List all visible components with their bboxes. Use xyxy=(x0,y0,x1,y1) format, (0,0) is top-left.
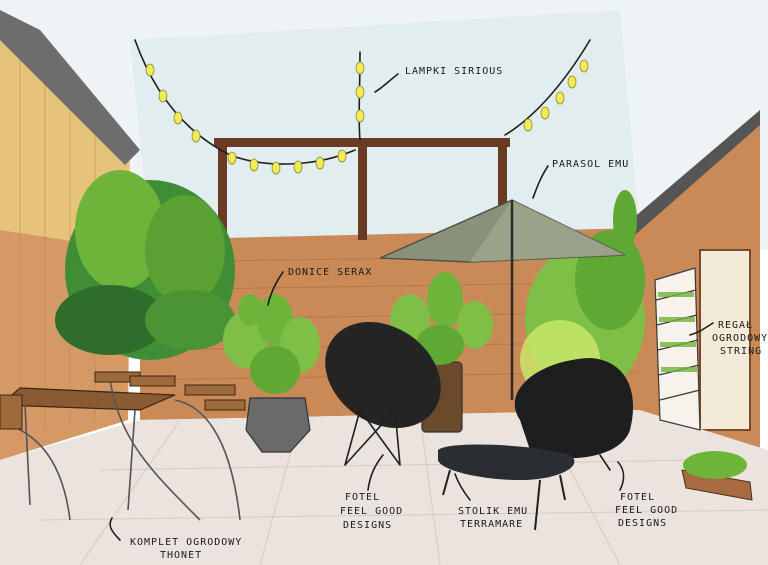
label-pots: DONICE SERAX xyxy=(288,267,372,278)
label-parasol: PARASOL EMU xyxy=(552,159,629,170)
string-lights xyxy=(134,39,591,175)
label-table-2: TERRAMARE xyxy=(460,519,523,530)
label-lights: LAMPKI SIRIOUS xyxy=(405,66,503,77)
pergola xyxy=(214,138,510,240)
label-chair1-1: FOTEL xyxy=(345,492,380,503)
sky-wash xyxy=(130,10,640,240)
label-chair2-1: FOTEL xyxy=(620,492,655,503)
cactus-left xyxy=(223,294,320,453)
planter-box xyxy=(681,451,753,501)
label-shelf-2: OGRODOWY xyxy=(712,333,768,344)
coffee-table xyxy=(438,444,575,531)
parasol xyxy=(379,199,626,400)
label-chair2-3: DESIGNS xyxy=(618,518,667,529)
label-table-1: STOLIK EMU xyxy=(458,506,528,517)
climbing-plants xyxy=(520,190,645,400)
label-shelf-1: REGAŁ xyxy=(718,320,753,331)
left-roof xyxy=(0,10,140,165)
right-door-frame xyxy=(699,249,751,431)
garden-shelf xyxy=(654,267,701,431)
right-roof xyxy=(625,110,760,235)
label-set-1: KOMPLET OGRODOWY xyxy=(130,537,242,548)
dining-set xyxy=(0,371,246,521)
palm-plant xyxy=(55,170,235,360)
label-chair2-2: FEEL GOOD xyxy=(615,505,678,516)
label-chair1-2: FEEL GOOD xyxy=(340,506,403,517)
label-chair1-3: DESIGNS xyxy=(343,520,392,531)
label-shelf-3: STRING xyxy=(720,346,762,357)
wicker-chair-center xyxy=(325,321,441,466)
annotation-arrows xyxy=(109,73,714,541)
wicker-chair-right xyxy=(514,358,634,471)
label-set-2: THONET xyxy=(160,550,202,561)
floor xyxy=(0,410,768,565)
